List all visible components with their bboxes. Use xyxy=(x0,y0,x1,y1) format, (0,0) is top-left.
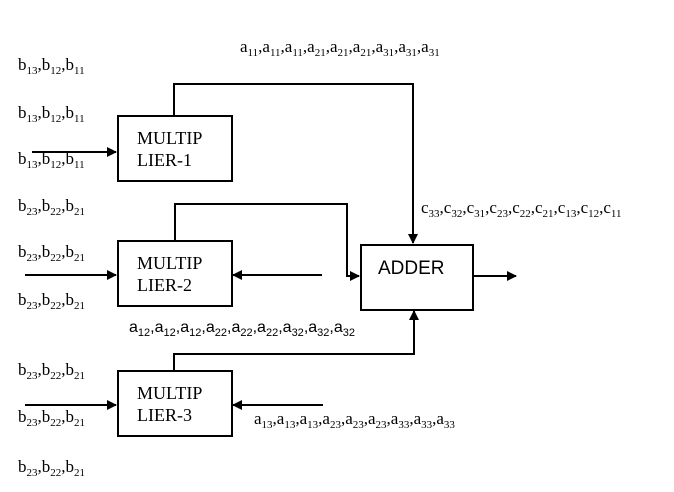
b-label-row3-a: b23,b22,b21 xyxy=(18,360,86,382)
label-term: a31 xyxy=(421,37,440,59)
label-term: b22 xyxy=(41,407,62,429)
label-term: b22 xyxy=(41,360,62,382)
label-term: a21 xyxy=(352,37,372,59)
label-term: a31 xyxy=(398,37,417,59)
label-term: a32 xyxy=(333,319,356,339)
label-term: a32 xyxy=(308,319,330,339)
label-term: a21 xyxy=(307,37,326,59)
adder-label: ADDER xyxy=(378,258,445,279)
mult3-line1: MULTIP xyxy=(137,383,203,403)
label-term: c12 xyxy=(580,198,600,220)
label-term: a32 xyxy=(282,319,304,339)
a-label-bot: a13,a13,a13,a23,a23,a23,a33,a33,a33 xyxy=(254,409,455,431)
label-term: b22 xyxy=(41,290,62,312)
label-term: b23 xyxy=(18,457,38,479)
label-term: c31 xyxy=(466,198,486,220)
b-label-row3-b: b23,b22,b21 xyxy=(18,407,86,429)
label-term: a13 xyxy=(276,409,296,431)
mult1-line2: LIER-1 xyxy=(137,150,192,170)
label-term: b12 xyxy=(41,103,62,125)
label-term: b11 xyxy=(65,55,85,77)
label-term: b21 xyxy=(65,407,86,429)
a-label-mid: a12,a12,a12,a22,a22,a22,a32,a32,a32 xyxy=(129,319,356,339)
b-label-row2-a: b23,b22,b21 xyxy=(18,196,86,218)
label-term: a21 xyxy=(329,37,349,59)
label-term: b13 xyxy=(18,103,38,125)
label-term: b13 xyxy=(18,55,38,77)
label-term: a11 xyxy=(262,37,281,59)
mult2-line2: LIER-2 xyxy=(137,275,192,295)
mult1-to-adder-wire xyxy=(173,83,418,244)
label-term: c23 xyxy=(489,198,508,220)
b-label-row1-c: b13,b12,b11 xyxy=(18,149,85,171)
label-term: b22 xyxy=(41,242,62,264)
label-term: b23 xyxy=(18,360,38,382)
label-term: c32 xyxy=(443,198,463,220)
label-term: b21 xyxy=(65,242,86,264)
b-label-row3-c: b23,b22,b21 xyxy=(18,457,86,479)
label-term: a12 xyxy=(154,319,176,339)
label-term: c21 xyxy=(534,198,554,220)
label-term: a22 xyxy=(257,319,279,339)
label-term: a31 xyxy=(375,37,395,59)
label-term: b12 xyxy=(41,55,62,77)
label-term: b11 xyxy=(65,103,85,125)
b-label-row2-c: b23,b22,b21 xyxy=(18,290,86,312)
label-term: a23 xyxy=(345,409,364,431)
adder-block: ADDER xyxy=(360,244,474,311)
label-term: a23 xyxy=(322,409,341,431)
c-label-output: c33,c32,c31,c23,c22,c21,c13,c12,c11 xyxy=(421,198,622,220)
a-label-top: a11,a11,a11,a21,a21,a21,a31,a31,a31 xyxy=(240,37,440,59)
label-term: a33 xyxy=(413,409,433,431)
label-term: a23 xyxy=(367,409,387,431)
label-term: a22 xyxy=(205,319,227,339)
label-term: a22 xyxy=(231,319,253,339)
b-label-row2-b: b23,b22,b21 xyxy=(18,242,86,264)
label-term: a12 xyxy=(129,319,151,339)
label-term: a12 xyxy=(180,319,202,339)
label-term: b23 xyxy=(18,290,38,312)
label-term: b22 xyxy=(41,457,62,479)
label-term: b23 xyxy=(18,196,38,218)
mult1-line1: MULTIP xyxy=(137,128,203,148)
label-term: b21 xyxy=(65,196,86,218)
mult3-line2: LIER-3 xyxy=(137,405,192,425)
label-term: a13 xyxy=(299,409,319,431)
label-term: a33 xyxy=(436,409,455,431)
mult3-to-adder-wire xyxy=(173,310,419,370)
label-term: c11 xyxy=(603,198,622,220)
b-label-row1-b: b13,b12,b11 xyxy=(18,103,85,125)
label-term: b21 xyxy=(65,290,86,312)
label-term: b13 xyxy=(18,149,38,171)
label-term: a11 xyxy=(284,37,303,59)
label-term: a13 xyxy=(254,409,273,431)
label-term: a33 xyxy=(390,409,410,431)
label-term: a11 xyxy=(240,37,259,59)
label-term: c33 xyxy=(421,198,440,220)
label-term: b23 xyxy=(18,242,38,264)
label-term: b22 xyxy=(41,196,62,218)
label-term: c22 xyxy=(512,198,531,220)
label-term: b23 xyxy=(18,407,38,429)
b-label-row1-a: b13,b12,b11 xyxy=(18,55,85,77)
label-term: b12 xyxy=(41,149,62,171)
label-term: b21 xyxy=(65,360,86,382)
mult2-line1: MULTIP xyxy=(137,253,203,273)
mult2-to-adder-wire xyxy=(174,203,360,281)
label-term: b11 xyxy=(65,149,85,171)
label-term: b21 xyxy=(65,457,86,479)
label-term: c13 xyxy=(557,198,577,220)
